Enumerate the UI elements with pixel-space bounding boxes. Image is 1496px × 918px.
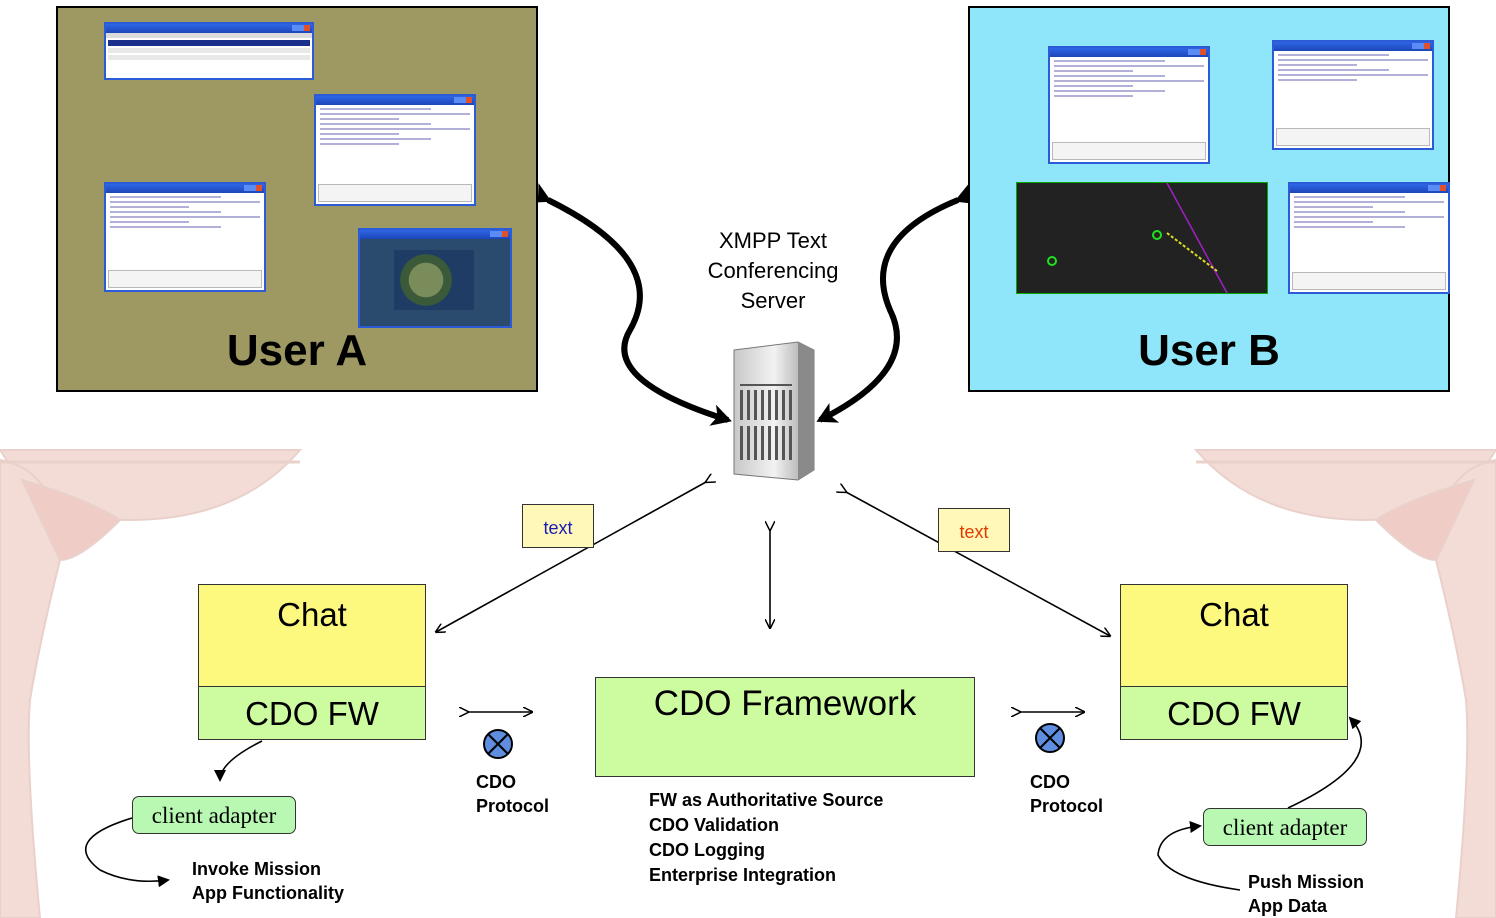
arrow-server-chat-right [846,492,1110,636]
arrow-adapter-right-fw [1287,716,1362,809]
cdo-framework-title: CDO Framework [653,684,917,723]
protocol-icon-right [1035,723,1065,753]
framework-notes: FW as Authoritative Source CDO Validatio… [649,788,883,888]
text-message-left: text [522,504,594,548]
chat-window-b3 [1288,182,1450,294]
right-client-stack: Chat CDO FW [1120,584,1348,740]
map-window [358,228,512,328]
user-b-label: User B [1138,326,1280,375]
server-label: XMPP Text Conferencing Server [707,228,839,313]
right-client-adapter: client adapter [1203,808,1367,846]
invoke-mission-label: Invoke Mission App Functionality [192,859,344,903]
framework-note: Enterprise Integration [649,865,837,885]
radar-display [1016,182,1268,294]
arrow-adapter-left-invoke [84,817,170,888]
curtain-right [1193,449,1496,918]
arrow-user-a-server [528,183,732,426]
tracks-table-window [104,22,314,80]
curtain-left [0,449,303,918]
protocol-icon-left [483,729,513,759]
cdo-framework-box: CDO Framework [595,677,975,777]
server-icon [733,341,815,481]
framework-note: CDO Logging [649,840,765,860]
user-a-screen: User A [56,6,538,392]
framework-note: FW as Authoritative Source [649,790,884,810]
cdo-protocol-left-label: CDO Protocol [476,772,550,816]
right-cdo-fw-label: CDO FW [1121,687,1347,739]
chat-window-b2 [1272,40,1434,150]
left-cdo-fw-label: CDO FW [199,687,425,739]
user-b-screen: User B [968,6,1450,392]
right-chat-label: Chat [1121,585,1347,687]
left-chat-label: Chat [199,585,425,687]
left-client-stack: Chat CDO FW [198,584,426,740]
chat-window-a2 [104,182,266,292]
user-a-label: User A [226,326,368,375]
arrow-user-b-server [816,183,977,423]
text-message-right: text [938,508,1010,552]
framework-note: CDO Validation [649,815,780,835]
arrow-push-adapter-right [1157,821,1241,891]
cdo-protocol-right-label: CDO Protocol [1030,772,1104,816]
left-client-adapter: client adapter [132,796,296,834]
arrow-fw-to-adapter-left [214,740,263,782]
chat-window-a1 [314,94,476,206]
push-mission-label: Push Mission App Data [1248,872,1365,916]
chat-window-b1 [1048,46,1210,164]
arrow-server-chat-left [436,482,706,632]
